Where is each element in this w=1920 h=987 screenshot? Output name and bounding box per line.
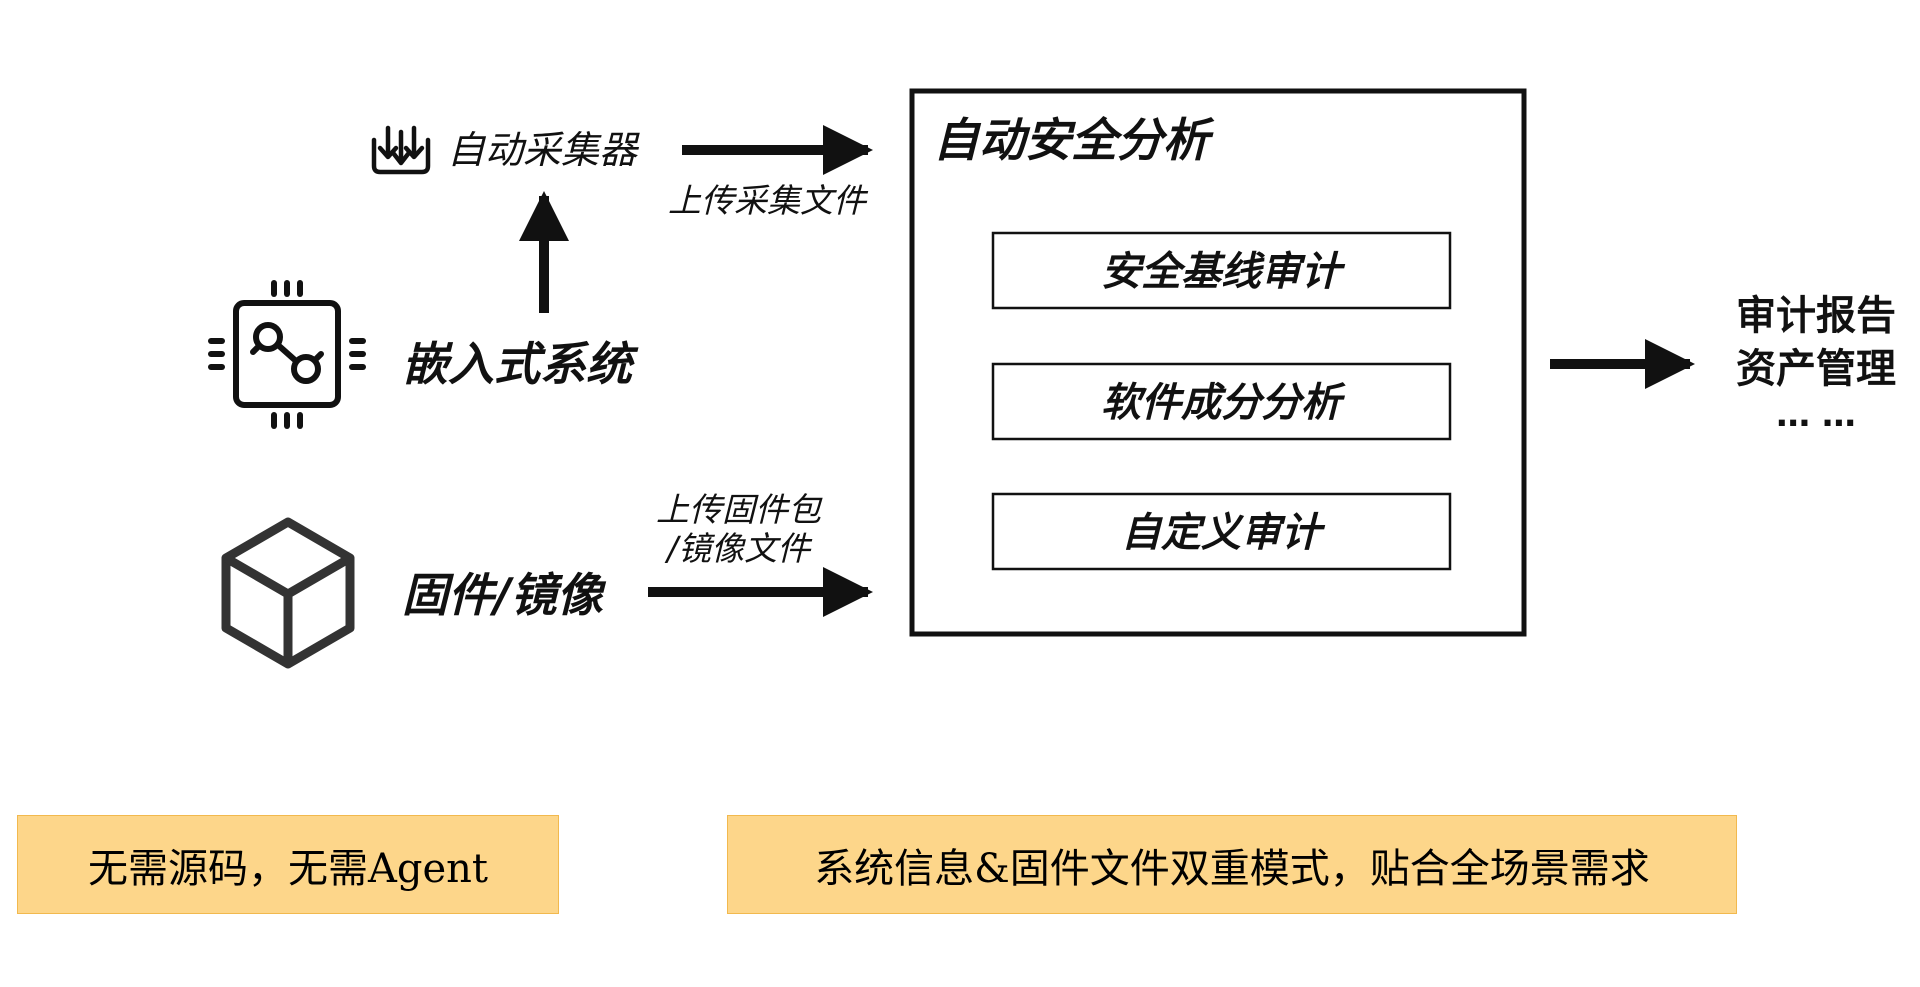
analysis-step-label: 安全基线审计 xyxy=(1101,249,1346,295)
analysis-step-box xyxy=(991,492,1452,571)
chip-icon xyxy=(208,280,366,429)
output-item: 审计报告 xyxy=(1736,293,1896,339)
analysis-step-box xyxy=(991,231,1452,310)
cube-icon xyxy=(221,517,355,669)
output-item: 资产管理 xyxy=(1736,346,1896,392)
analysis-title: 自动安全分析 xyxy=(933,113,1215,167)
analysis-step-label: 自定义审计 xyxy=(1121,510,1326,556)
note-left-text: 无需源码，无需Agent xyxy=(88,845,488,892)
edge-label-upload-firmware-line1: 上传固件包 xyxy=(656,490,823,529)
embedded-system-label: 嵌入式系统 xyxy=(402,337,639,391)
analysis-step-box xyxy=(991,362,1452,441)
analysis-step-label: 软件成分分析 xyxy=(1101,380,1346,426)
note-no-source-no-agent: 无需源码，无需Agent xyxy=(17,815,559,914)
output-item: … … xyxy=(1776,395,1856,435)
collector-label: 自动采集器 xyxy=(447,128,640,172)
download-tray-icon xyxy=(371,125,431,175)
note-dual-mode: 系统信息&固件文件双重模式，贴合全场景需求 xyxy=(727,815,1737,914)
edge-label-upload-collected: 上传采集文件 xyxy=(668,181,869,220)
note-right-text: 系统信息&固件文件双重模式，贴合全场景需求 xyxy=(814,845,1650,892)
firmware-image-label: 固件/镜像 xyxy=(402,568,607,622)
edge-label-upload-firmware-line2: /镜像文件 xyxy=(664,529,813,568)
